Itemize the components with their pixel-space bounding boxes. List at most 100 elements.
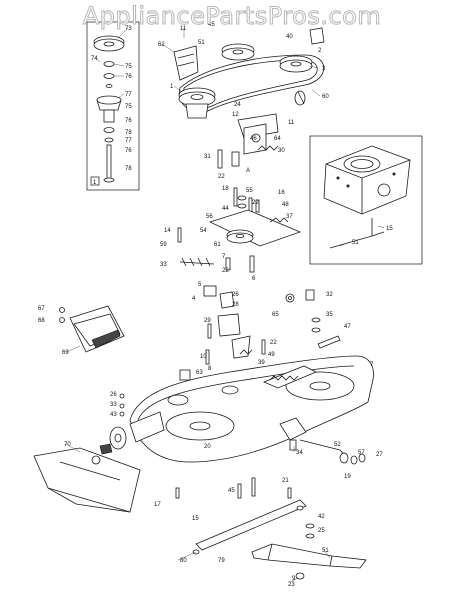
callout-label: 56	[206, 214, 213, 220]
callout-label: 69	[62, 350, 69, 356]
callout-label: 20	[204, 444, 211, 450]
callout-label: 45	[208, 22, 215, 28]
callout-label: 7	[222, 254, 226, 260]
callout-label: 26	[232, 292, 239, 298]
callout-label: 42	[318, 514, 325, 520]
callout-label: 34	[296, 450, 303, 456]
callout-label: 21	[282, 478, 289, 484]
callout-label: 79	[218, 558, 225, 564]
callout-label: 9	[292, 576, 296, 582]
callout-label: 19	[344, 474, 351, 480]
callout-labels: 73 74 75 76 77 75 76 78 77 76 78 11 45 6…	[38, 22, 393, 588]
callout-label: 49	[268, 352, 275, 358]
callout-label: 63	[196, 370, 203, 376]
callout-label: 75	[125, 64, 132, 70]
callout-label: 73	[125, 26, 132, 32]
callout-label: 80	[180, 558, 187, 564]
callout-label: 15	[386, 226, 393, 232]
callout-label: 33	[110, 402, 117, 408]
callout-label: 35	[326, 312, 333, 318]
leader-lines	[65, 27, 385, 583]
callout-label: 59	[160, 242, 167, 248]
inset-number: 1	[93, 180, 97, 186]
callout-label: 61	[214, 242, 221, 248]
callout-label: 22	[270, 340, 277, 346]
callout-label: 43	[110, 412, 117, 418]
callout-label: 7	[370, 362, 374, 368]
callout-label: 31	[204, 154, 211, 160]
callout-label: 23	[288, 582, 295, 588]
callout-label: 11	[288, 120, 295, 126]
callout-label: 15	[192, 516, 199, 522]
callout-label: 32	[326, 292, 333, 298]
callout-label: 68	[38, 318, 45, 324]
callout-label: 51	[352, 240, 359, 246]
callout-label: A	[246, 168, 250, 174]
callout-label: 39	[258, 360, 265, 366]
callout-label: 24	[234, 102, 241, 108]
callout-label: 60	[322, 94, 329, 100]
callout-label: 78	[125, 166, 132, 172]
callout-label: 48	[282, 202, 289, 208]
callout-label: 33	[160, 262, 167, 268]
callout-label: 67	[38, 306, 45, 312]
belt-and-pulleys	[173, 27, 325, 169]
callout-label: 51	[322, 548, 329, 554]
callout-label: 1	[170, 84, 174, 90]
callout-label: 55	[246, 188, 253, 194]
blades-and-bar	[175, 477, 367, 580]
callout-label: 76	[125, 148, 132, 154]
inset-number-box	[90, 176, 100, 186]
callout-label: 25	[318, 528, 325, 534]
idler-bracket-assembly	[177, 187, 302, 273]
callout-label: 26	[110, 392, 117, 398]
callout-label: 40	[286, 34, 293, 40]
center-hardware	[179, 285, 341, 381]
callout-label: 2	[318, 48, 322, 54]
callout-label: 65	[272, 312, 279, 318]
callout-label: 77	[125, 92, 132, 98]
callout-label: 54	[200, 228, 207, 234]
callout-label: 76	[125, 74, 132, 80]
callout-label: 57	[358, 450, 365, 456]
mower-deck	[33, 355, 374, 513]
callout-label: 22	[252, 200, 259, 206]
callout-label: 37	[286, 214, 293, 220]
callout-label: 5	[198, 282, 202, 288]
inset-frame	[86, 21, 140, 191]
discharge-deflector-parts	[59, 305, 125, 353]
callout-label: 16	[278, 190, 285, 196]
callout-label: 51	[198, 40, 205, 46]
callout-label: 6	[252, 276, 256, 282]
callout-label: 62	[158, 42, 165, 48]
callout-label: 27	[376, 452, 383, 458]
callout-label: 52	[334, 442, 341, 448]
callout-label: 47	[344, 324, 351, 330]
callout-label: 28	[232, 302, 239, 308]
callout-label: 3	[322, 66, 326, 72]
callout-label: 64	[274, 136, 281, 142]
callout-label: 78	[125, 130, 132, 136]
callout-label: 74	[91, 56, 98, 62]
callout-label: 18	[222, 186, 229, 192]
deck-detail-inset	[309, 135, 423, 265]
callout-label: 22	[222, 268, 229, 274]
callout-label: 44	[222, 206, 229, 212]
callout-label: 10	[200, 354, 207, 360]
callout-label: 45	[228, 488, 235, 494]
callout-label: 11	[180, 26, 187, 32]
callout-label: 22	[218, 174, 225, 180]
callout-label: 46	[250, 136, 257, 142]
callout-label: 8	[208, 366, 212, 372]
callout-label: 17	[154, 502, 161, 508]
callout-label: 12	[232, 112, 239, 118]
callout-label: 75	[125, 104, 132, 110]
callout-label: 77	[125, 138, 132, 144]
callout-label: 76	[125, 118, 132, 124]
callout-label: 30	[278, 148, 285, 154]
callout-label: 29	[204, 318, 211, 324]
callout-label: 4	[192, 296, 196, 302]
callout-label: 14	[164, 228, 171, 234]
